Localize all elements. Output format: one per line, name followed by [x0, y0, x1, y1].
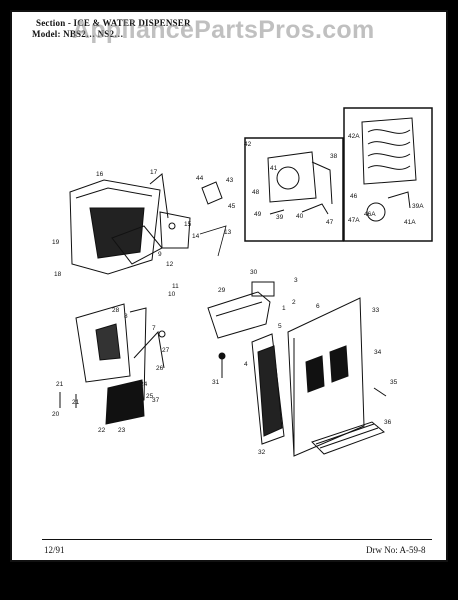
part-number: 47 [326, 219, 334, 226]
part-number: 2 [292, 299, 296, 306]
part-number-labels: 16 17 19 18 15 14 13 12 11 10 9 44 43 45… [52, 133, 424, 456]
part-number: 12 [166, 261, 174, 268]
part-number: 33 [372, 307, 380, 314]
part-number: 44 [196, 175, 204, 182]
part-number: 19 [52, 239, 60, 246]
part-number: 40 [296, 213, 304, 220]
auger-motor [267, 151, 317, 203]
drawing-number: Drw No: A-59-8 [366, 545, 426, 555]
part-number: 43 [226, 177, 234, 184]
part-number: 20 [52, 411, 60, 418]
part-number: 11 [172, 283, 179, 290]
dispenser-control-bracket [207, 291, 271, 339]
part-number: 8 [124, 313, 128, 320]
part-number: 26 [156, 365, 164, 372]
part-number: 7 [152, 325, 156, 332]
part-number: 3 [294, 277, 298, 284]
part-number: 46 [350, 193, 358, 200]
part-number: 39A [412, 203, 424, 210]
part-number: 25 [146, 393, 154, 400]
footer-date: 12/91 [44, 545, 65, 555]
inset-box-upper [244, 137, 344, 242]
part-number: 5 [278, 323, 282, 330]
part-number: 48 [252, 189, 260, 196]
part-number: 16 [96, 171, 104, 178]
part-number: 23 [118, 427, 126, 434]
part-number: 27 [162, 347, 170, 354]
part-number: 42 [244, 141, 252, 148]
part-number: 41 [270, 165, 278, 172]
chute-door [251, 333, 285, 445]
part-number: 32 [258, 449, 266, 456]
part-number: 37 [152, 397, 160, 404]
part-number: 47A [348, 217, 360, 224]
footer-rule [42, 539, 432, 540]
part-number: 45 [228, 203, 236, 210]
inset-box-right [343, 107, 433, 242]
part-number: 24 [140, 381, 148, 388]
part-number: 36 [384, 419, 392, 426]
part-number: 30 [250, 269, 258, 276]
part-number: 21 [72, 399, 80, 406]
part-number: 34 [374, 349, 382, 356]
part-number: 35 [390, 379, 398, 386]
exploded-parts-diagram: 16 17 19 18 15 14 13 12 11 10 9 44 43 45… [52, 107, 433, 457]
model-line: Model: NBS2… NS2… [32, 29, 124, 39]
part-number: 9 [158, 251, 162, 258]
dispenser-door-assembly [69, 179, 161, 275]
part-number: 41A [404, 219, 416, 226]
part-number: 15 [184, 221, 192, 228]
part-number: 49 [254, 211, 262, 218]
part-number: 29 [218, 287, 226, 294]
part-number: 21 [56, 381, 64, 388]
part-number: 31 [212, 379, 220, 386]
section-title: Section - ICE & WATER DISPENSER [36, 18, 191, 28]
part-number: 10 [168, 291, 176, 298]
part-number: 17 [150, 169, 158, 176]
dispenser-housing [287, 297, 365, 457]
part-number: 38 [330, 153, 338, 160]
part-number: 14 [192, 233, 200, 240]
drip-tray-pad [105, 379, 145, 425]
part-number: 6 [316, 303, 320, 310]
actuator-housing [75, 303, 131, 383]
heater-coil [361, 117, 417, 185]
part-number: 22 [98, 427, 106, 434]
part-number: 13 [224, 229, 232, 236]
drip-tray [311, 421, 385, 455]
part-number: 28 [112, 307, 120, 314]
part-number: 4 [244, 361, 248, 368]
diagram-sheet: Section - ICE & WATER DISPENSER Model: N… [6, 10, 452, 595]
part-number: 18 [54, 271, 62, 278]
part-number: 42A [348, 133, 360, 140]
watermark: AppliancePartsPros.com [72, 16, 375, 44]
part-number: 46A [364, 211, 376, 218]
part-number: 39 [276, 214, 284, 221]
part-number: 1 [282, 305, 286, 312]
diagram-frame: Section - ICE & WATER DISPENSER Model: N… [10, 10, 448, 562]
